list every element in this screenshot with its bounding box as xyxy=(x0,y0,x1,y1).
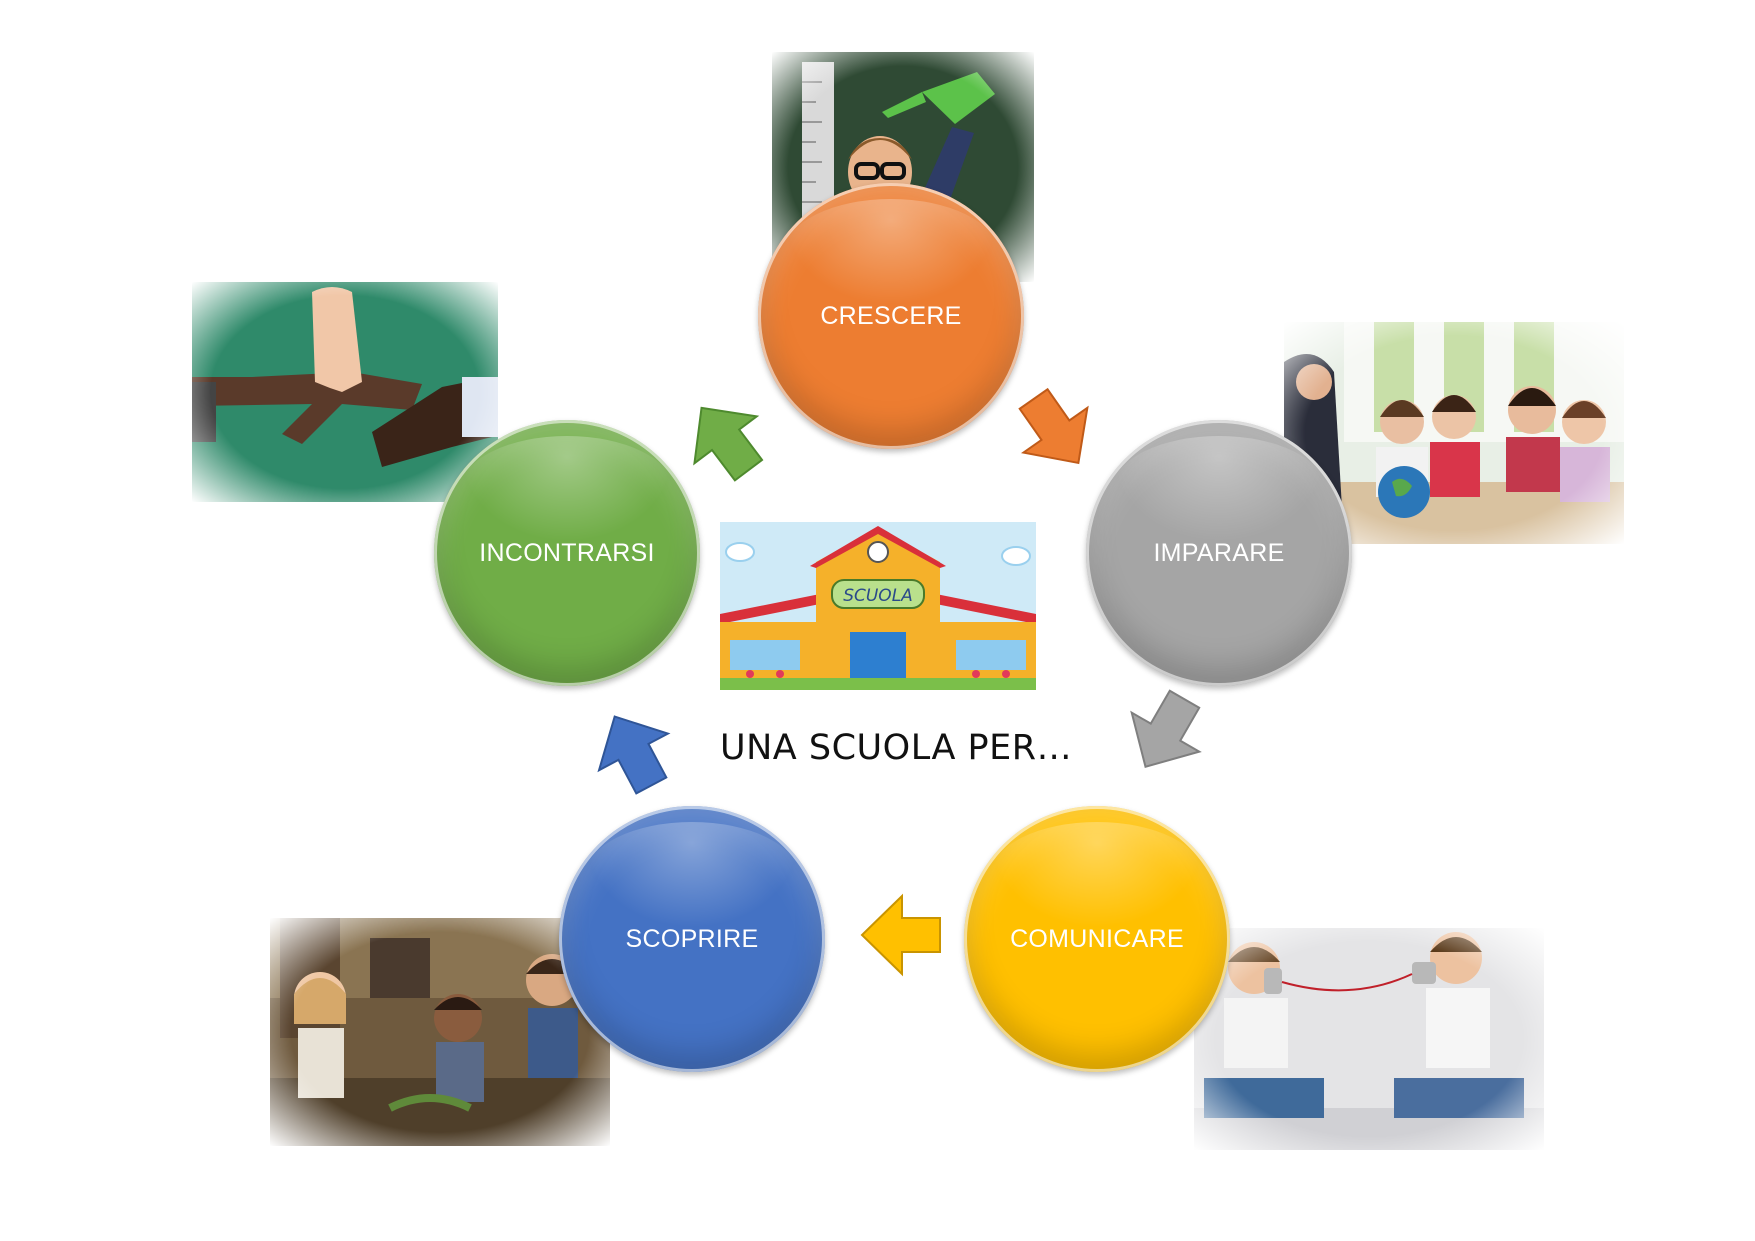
arrow-imparare-to-comunicare xyxy=(1106,674,1223,791)
scoprire-circle: SCOPRIRE xyxy=(559,806,825,1072)
imparare-label: IMPARARE xyxy=(1153,538,1285,567)
incontrarsi-label: INCONTRARSI xyxy=(479,538,655,567)
scoprire-label: SCOPRIRE xyxy=(625,924,759,953)
incontrarsi-circle: INCONTRARSI xyxy=(434,420,700,686)
children-exploring-nature-photo xyxy=(270,918,610,1146)
arrow-incontrarsi-to-crescere xyxy=(665,379,785,499)
comunicare-circle: COMUNICARE xyxy=(964,806,1230,1072)
imparare-circle: IMPARARE xyxy=(1086,420,1352,686)
arrow-scoprire-to-incontrarsi xyxy=(575,693,691,809)
crescere-circle: CRESCERE xyxy=(758,183,1024,449)
school-sign-text: SCUOLA xyxy=(843,586,913,606)
comunicare-label: COMUNICARE xyxy=(1010,924,1184,953)
tin-can-telephone-photo xyxy=(1194,928,1544,1150)
hands-meeting-photo xyxy=(192,282,498,502)
school-building-image: SCUOLA xyxy=(720,522,1036,690)
center-title: UNA SCUOLA PER… xyxy=(720,728,1073,768)
arrow-crescere-to-imparare xyxy=(996,371,1116,491)
crescere-label: CRESCERE xyxy=(820,301,962,330)
arrow-comunicare-to-scoprire xyxy=(858,892,944,978)
